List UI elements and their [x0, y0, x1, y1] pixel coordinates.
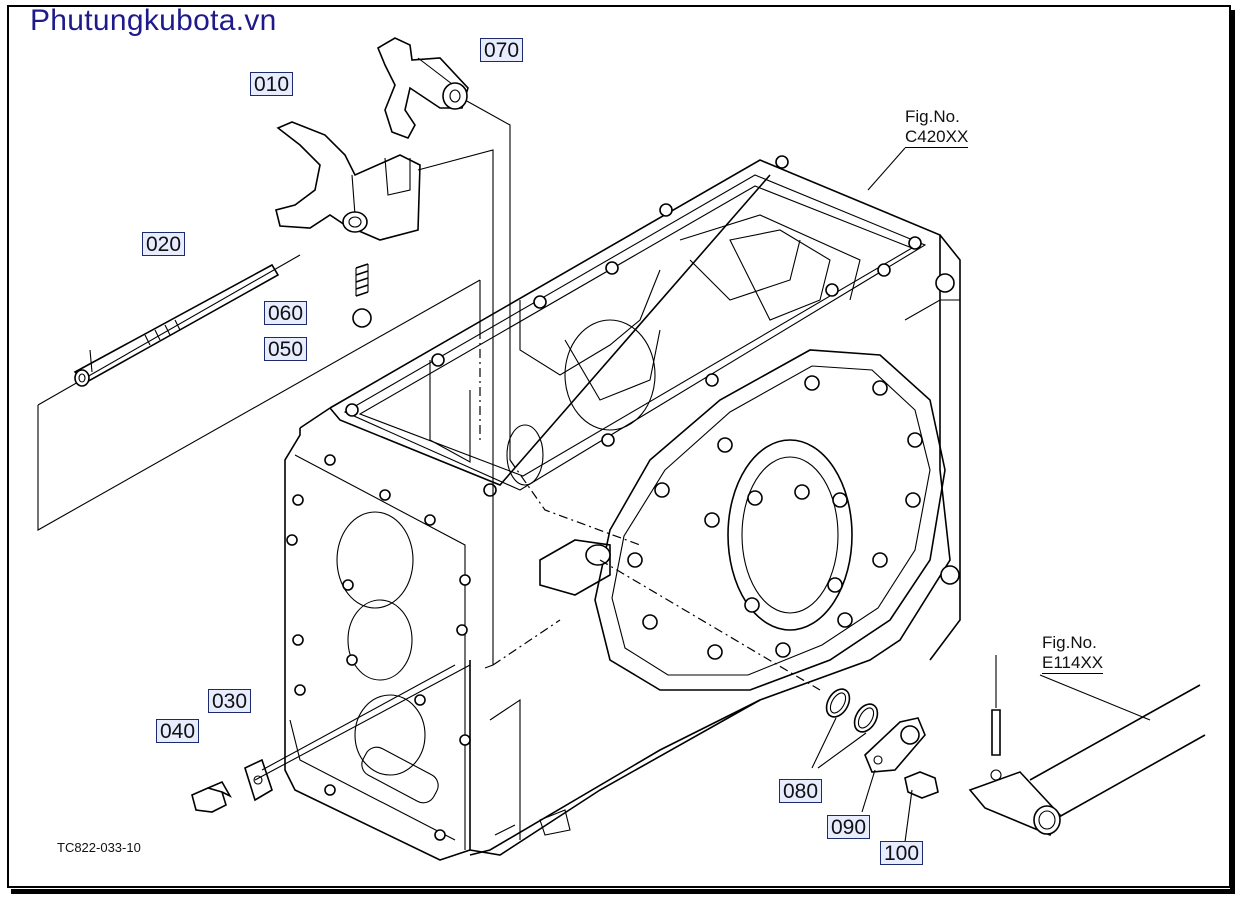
- fig-ref-label: Fig.No.: [1042, 633, 1097, 652]
- part-020-shift-rod: [73, 263, 280, 387]
- callout-040[interactable]: 040: [156, 719, 200, 743]
- callout-030[interactable]: 030: [208, 689, 252, 713]
- part-050-ball: [352, 308, 372, 328]
- callout-080[interactable]: 080: [779, 779, 823, 803]
- callout-060[interactable]: 060: [264, 301, 308, 325]
- fig-ref-label: Fig.No.: [905, 107, 960, 126]
- drawing-code: TC822-033-10: [57, 840, 141, 855]
- callout-090[interactable]: 090: [827, 815, 871, 839]
- part-010-shift-fork: [275, 121, 421, 241]
- callout-070[interactable]: 070: [480, 38, 524, 62]
- part-040-bolt: [191, 780, 233, 813]
- projection-lines: [37, 99, 1151, 781]
- part-080-o-rings: [811, 688, 879, 769]
- fig-ref-c420xx: Fig.No. C420XX: [905, 107, 969, 148]
- external-shaft: [968, 655, 1206, 837]
- callout-050[interactable]: 050: [264, 337, 308, 361]
- fig-ref-number: C420XX: [905, 127, 969, 148]
- fig-ref-number: E114XX: [1042, 653, 1104, 674]
- part-090-plate: [861, 717, 926, 813]
- fig-ref-e114xx: Fig.No. E114XX: [1042, 633, 1104, 674]
- part-030-lock-plate: [244, 758, 273, 802]
- transmission-case: [284, 155, 961, 861]
- callout-100[interactable]: 100: [880, 841, 924, 865]
- part-060-spring: [355, 263, 369, 297]
- part-100-bolt: [904, 771, 939, 843]
- callout-010[interactable]: 010: [250, 72, 294, 96]
- frame-shadow-right: [1230, 10, 1235, 894]
- frame-shadow-bottom: [11, 889, 1233, 894]
- part-070-lever-shaft: [376, 37, 469, 139]
- site-watermark: Phutungkubota.vn: [30, 4, 277, 37]
- callout-020[interactable]: 020: [142, 232, 186, 256]
